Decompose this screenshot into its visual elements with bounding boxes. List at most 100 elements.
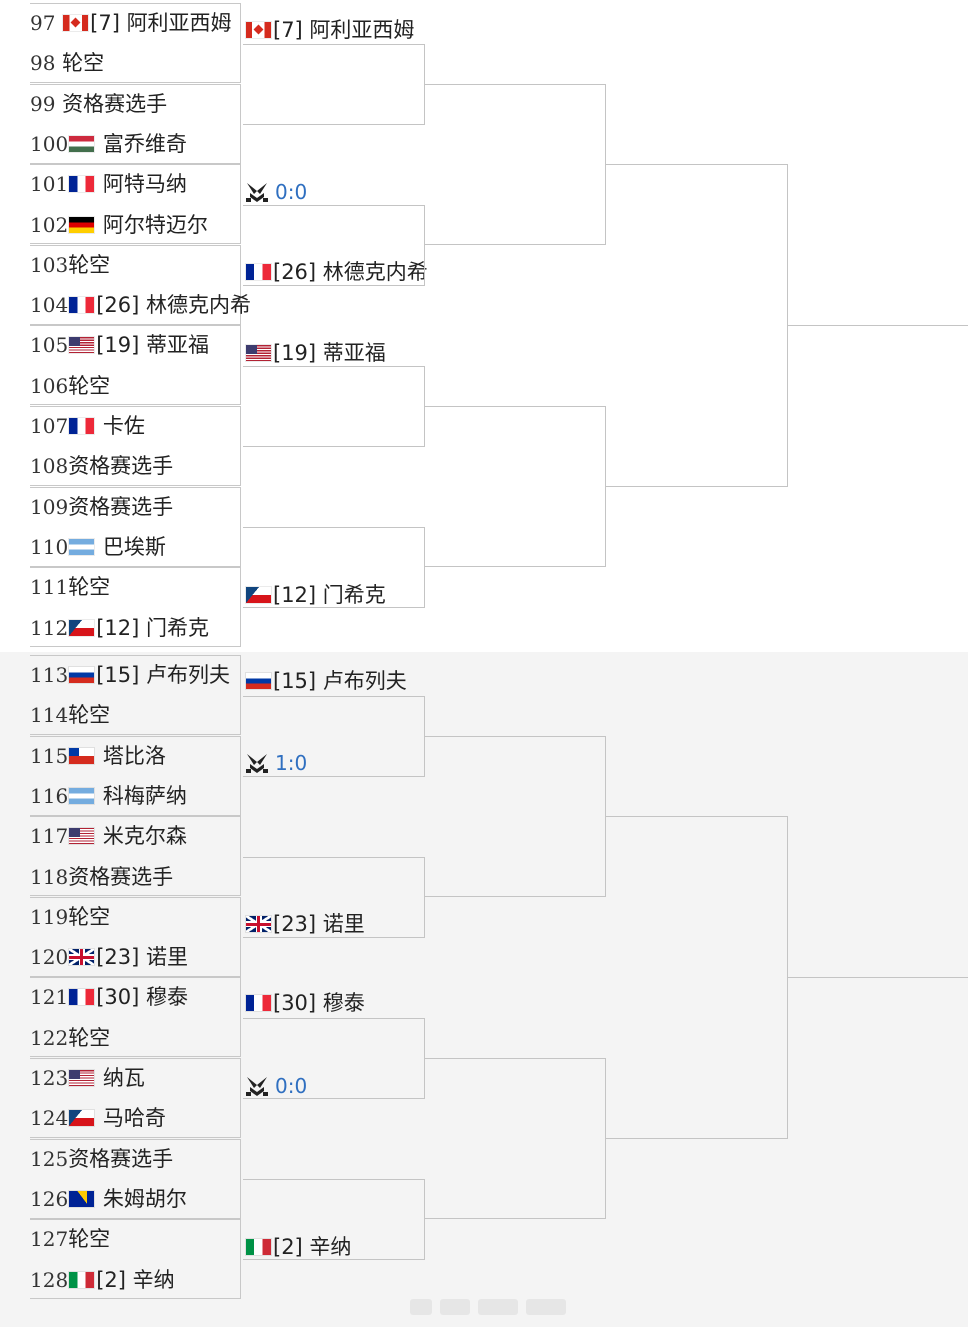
player-entry[interactable]: 113[15] 卢布列夫 [30, 655, 230, 695]
match-score[interactable]: 0:0 [245, 1071, 307, 1101]
score-text: 0:0 [275, 1074, 308, 1098]
player-name: 轮空 [55, 51, 105, 76]
bracket-line [243, 1018, 424, 1019]
player-name: 轮空 [68, 1227, 111, 1252]
bracket-line [424, 205, 425, 286]
draw-position: 118 [30, 864, 69, 889]
bracket-line [243, 857, 424, 858]
player-entry[interactable]: 101 阿特马纳 [30, 164, 187, 204]
bracket-line [243, 1179, 424, 1180]
bracket-bottom-half [0, 652, 968, 1327]
player-entry[interactable]: 108资格赛选手 [30, 446, 173, 486]
bracket-line [424, 84, 605, 85]
flag-arg-icon [69, 538, 95, 555]
flag-usa-icon [69, 828, 95, 845]
player-entry[interactable]: 126 朱姆胡尔 [30, 1179, 187, 1219]
player-entry[interactable]: 118资格赛选手 [30, 857, 173, 897]
bracket-line [424, 1058, 605, 1059]
match-box [30, 1058, 241, 1138]
bracket-line [243, 285, 424, 286]
advancing-player[interactable]: [23] 诺里 [245, 909, 365, 939]
player-name: [30] 穆泰 [273, 991, 365, 1015]
draw-position: 98 [30, 51, 56, 76]
player-name: 轮空 [68, 1025, 111, 1050]
bracket-line [424, 1218, 605, 1219]
player-entry[interactable]: 106轮空 [30, 366, 110, 406]
player-entry[interactable]: 114轮空 [30, 695, 110, 735]
score-text: 0:0 [275, 180, 308, 204]
player-entry[interactable]: 112[12] 门希克 [30, 608, 209, 648]
draw-position: 102 [30, 212, 69, 237]
flag-cze-icon [69, 1110, 95, 1127]
flag-gbr-icon [246, 916, 271, 932]
player-entry[interactable]: 121[30] 穆泰 [30, 977, 188, 1017]
bracket-line [243, 937, 424, 938]
player-name: [2] 辛纳 [273, 1235, 352, 1259]
player-entry[interactable]: 125资格赛选手 [30, 1139, 173, 1179]
bracket-line [424, 736, 605, 737]
player-entry[interactable]: 97 [7] 阿利亚西姆 [30, 3, 232, 43]
advancing-player[interactable]: [15] 卢布列夫 [245, 666, 407, 696]
player-entry[interactable]: 122轮空 [30, 1018, 110, 1058]
watermark-icon [410, 1299, 566, 1315]
player-entry[interactable]: 119轮空 [30, 897, 110, 937]
draw-position: 111 [30, 575, 69, 600]
player-entry[interactable]: 102 阿尔特迈尔 [30, 205, 208, 245]
player-entry[interactable]: 116 科梅萨纳 [30, 776, 187, 816]
player-entry[interactable]: 128[2] 辛纳 [30, 1260, 175, 1300]
player-entry[interactable]: 127轮空 [30, 1219, 110, 1259]
player-entry[interactable]: 115 塔比洛 [30, 736, 166, 776]
flag-cze-icon [246, 587, 271, 603]
player-entry[interactable]: 104[26] 林德克内希 [30, 285, 251, 325]
player-entry[interactable]: 100 富乔维奇 [30, 124, 187, 164]
draw-position: 104 [30, 293, 69, 318]
flag-ita-icon [69, 1271, 95, 1288]
advancing-player[interactable]: [2] 辛纳 [245, 1232, 351, 1262]
player-entry[interactable]: 99 资格赛选手 [30, 84, 167, 124]
bracket-line [243, 696, 424, 697]
player-name: [12] 门希克 [96, 615, 209, 640]
match-box [30, 406, 241, 486]
bracket-line [243, 1259, 424, 1260]
player-entry[interactable]: 110 巴埃斯 [30, 527, 166, 567]
player-name: 资格赛选手 [68, 1146, 174, 1171]
bracket-line [605, 164, 787, 165]
player-entry[interactable]: 124 马哈奇 [30, 1098, 166, 1138]
advancing-player[interactable]: [7] 阿利亚西姆 [245, 15, 414, 45]
player-entry[interactable]: 98 轮空 [30, 43, 104, 83]
flag-gbr-icon [69, 949, 95, 966]
player-entry[interactable]: 103轮空 [30, 245, 110, 285]
player-entry[interactable]: 105[19] 蒂亚福 [30, 325, 209, 365]
player-entry[interactable]: 120[23] 诺里 [30, 937, 188, 977]
player-entry[interactable]: 117 米克尔森 [30, 816, 187, 856]
flag-usa-icon [69, 1070, 95, 1086]
advancing-player[interactable]: [12] 门希克 [245, 580, 386, 610]
player-entry[interactable]: 109资格赛选手 [30, 487, 173, 527]
flag-usa-icon [69, 337, 95, 354]
advancing-player[interactable]: [26] 林德克内希 [245, 257, 428, 287]
player-entry[interactable]: 123 纳瓦 [30, 1058, 145, 1098]
advancing-player[interactable]: [30] 穆泰 [245, 988, 365, 1018]
match-score[interactable]: 1:0 [245, 748, 307, 778]
bracket-line [243, 527, 424, 528]
match-score[interactable]: 0:0 [245, 177, 307, 207]
match-box [30, 1138, 241, 1219]
player-name: 资格赛选手 [55, 91, 168, 116]
bracket-line [243, 44, 424, 45]
advancing-player[interactable]: [19] 蒂亚福 [245, 338, 386, 368]
player-entry[interactable]: 111轮空 [30, 567, 110, 607]
crossed-swords-icon [246, 183, 268, 202]
draw-position: 119 [30, 904, 69, 929]
match-box [30, 655, 241, 735]
player-name: 轮空 [68, 703, 111, 728]
match-box [30, 83, 241, 164]
draw-position: 106 [30, 373, 69, 398]
player-name: 资格赛选手 [68, 454, 174, 479]
flag-chi-icon [69, 747, 95, 764]
flag-fra-icon [246, 264, 271, 280]
draw-position: 116 [30, 783, 69, 808]
bracket-line [605, 816, 787, 817]
player-name: 塔比洛 [96, 743, 166, 768]
match-box [30, 977, 241, 1058]
player-entry[interactable]: 107 卡佐 [30, 406, 145, 446]
